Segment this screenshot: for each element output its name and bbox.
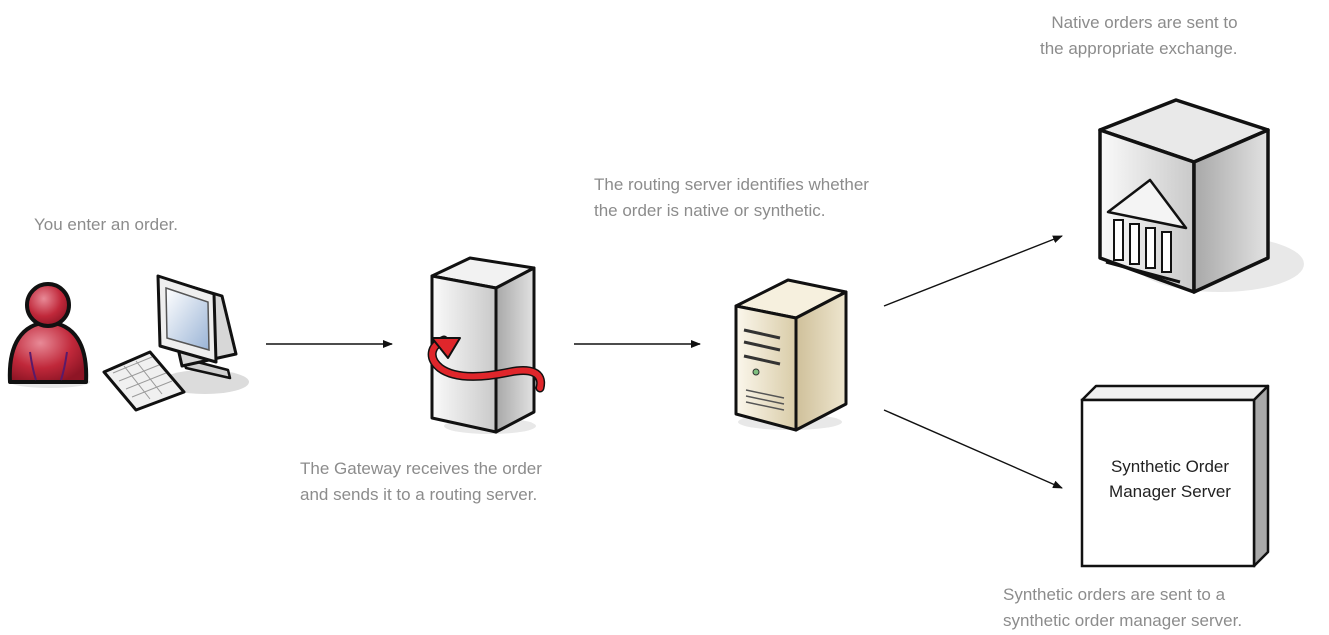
computer-icon	[102, 274, 249, 412]
som-server-box	[1080, 384, 1270, 568]
caption-line: The Gateway receives the order	[300, 459, 542, 478]
caption-routing: The routing server identifies whether th…	[594, 172, 869, 224]
caption-line: synthetic order manager server.	[1003, 611, 1243, 630]
caption-synthetic: Synthetic orders are sent to a synthetic…	[1003, 582, 1242, 634]
person-icon	[7, 282, 90, 388]
arrow-routing-to-som	[883, 409, 1063, 489]
som-label-line: Synthetic Order	[1110, 457, 1230, 476]
routing-server-icon	[734, 278, 848, 432]
arrow-routing-to-exchange	[883, 235, 1063, 307]
caption-line: Synthetic orders are sent to a	[1003, 585, 1226, 604]
caption-line: and sends it to a routing server.	[300, 485, 538, 504]
gateway-server-icon	[427, 256, 546, 434]
som-label-line: Manager Server	[1109, 482, 1231, 501]
caption-line: the order is native or synthetic.	[594, 201, 826, 220]
caption-line: You enter an order.	[34, 215, 178, 234]
caption-line: The routing server identifies whether	[594, 175, 869, 194]
exchange-building-icon	[1098, 98, 1304, 294]
caption-gateway: The Gateway receives the order and sends…	[300, 456, 542, 508]
caption-native: Native orders are sent to the appropriat…	[1040, 10, 1238, 62]
caption-line: the appropriate exchange.	[1040, 39, 1238, 58]
caption-line: Native orders are sent to	[1051, 13, 1238, 32]
caption-user: You enter an order.	[34, 212, 178, 238]
som-box-label: Synthetic Order Manager Server	[1088, 454, 1252, 504]
